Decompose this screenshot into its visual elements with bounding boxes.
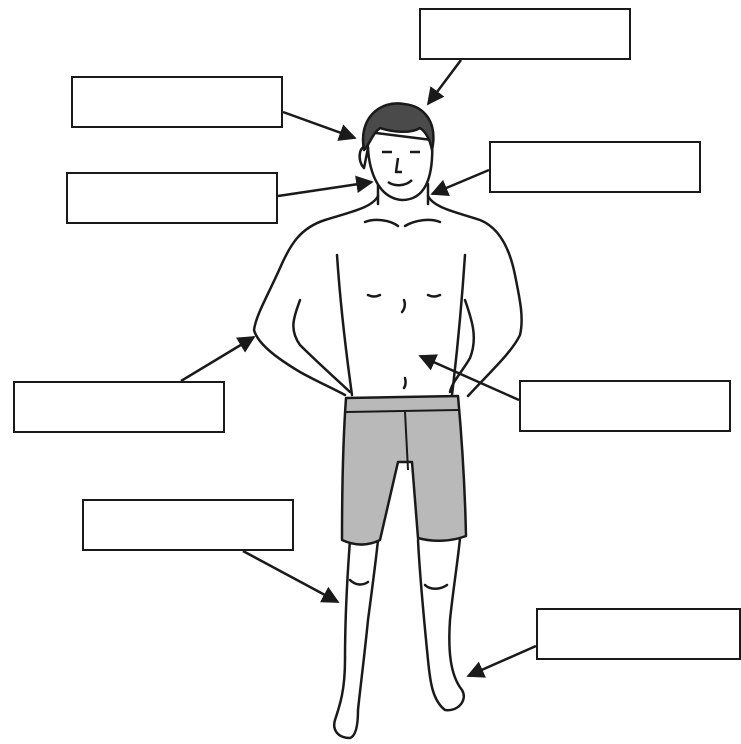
arrow-hair — [428, 60, 461, 104]
head — [360, 103, 434, 200]
arrow-chin — [278, 182, 372, 196]
arrow-knee — [243, 551, 338, 602]
label-box-elbow[interactable] — [13, 381, 225, 433]
label-box-stomach[interactable] — [519, 380, 731, 432]
label-box-hair[interactable] — [419, 8, 631, 60]
label-box-ankle[interactable] — [536, 608, 741, 660]
shorts — [342, 396, 466, 545]
left-leg — [334, 540, 378, 738]
arrow-ankle — [468, 646, 536, 676]
arrow-elbow — [181, 337, 254, 381]
label-box-chin[interactable] — [66, 172, 278, 224]
label-box-knee[interactable] — [82, 499, 294, 551]
label-box-neck[interactable] — [489, 141, 701, 193]
right-leg — [418, 538, 464, 710]
arrow-ear — [283, 112, 355, 138]
torso-outline — [254, 196, 378, 395]
label-box-ear[interactable] — [71, 76, 283, 128]
arrow-neck — [432, 170, 489, 194]
